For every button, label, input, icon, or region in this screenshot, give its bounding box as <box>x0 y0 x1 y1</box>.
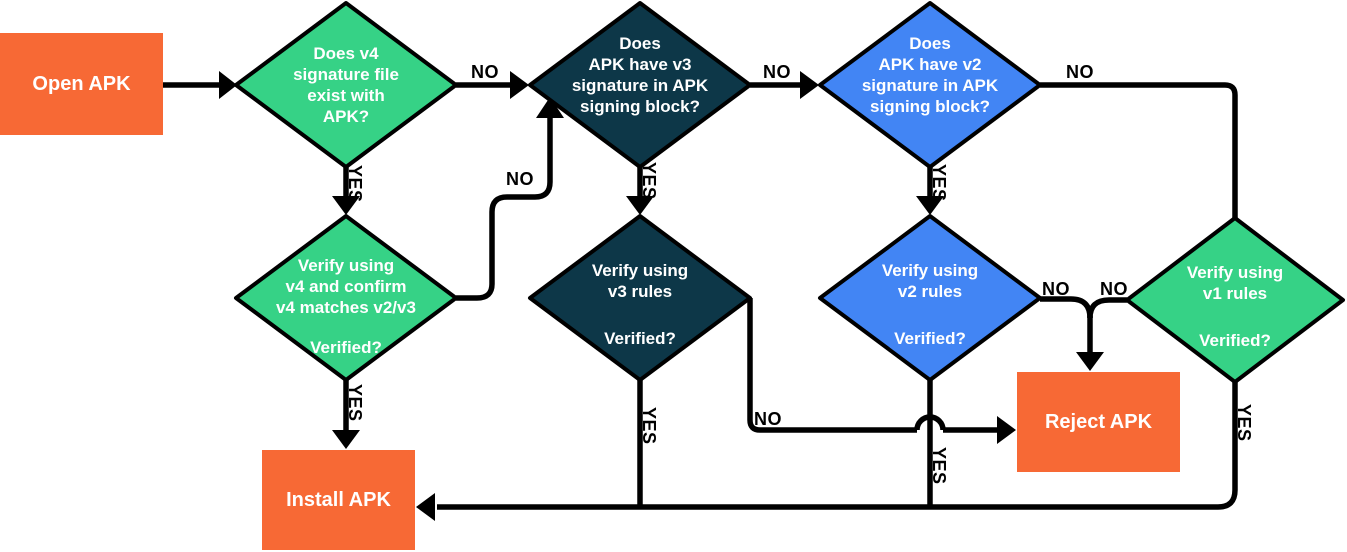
v4-verify-yes-label: YES <box>345 384 365 422</box>
arrowhead-into-reject-top <box>1076 352 1104 371</box>
edge-v3verify-no <box>747 298 917 433</box>
v2-verify-yes-label: YES <box>929 447 949 485</box>
arrowhead-into-install-right <box>416 493 435 521</box>
edge-v4verify-no <box>456 116 553 301</box>
edge-v1verify-yes-to-install <box>437 382 1238 510</box>
v3-verify-diamond <box>528 214 752 382</box>
edge-v1verify-no <box>1087 297 1127 319</box>
arrowhead-into-v3verify <box>626 196 654 215</box>
arrowhead-into-reject-left <box>997 416 1016 444</box>
v1-verify-label: Verify using v1 rules <box>1186 263 1284 303</box>
arrowhead-into-v2block <box>800 71 819 99</box>
v2-block-diamond <box>818 1 1042 169</box>
v2-block-no-label: NO <box>1066 62 1094 82</box>
v3-verify-yes-label: YES <box>639 407 659 445</box>
edge-v2verify-no <box>1040 296 1093 319</box>
v4-exists-yes-label: YES <box>345 165 365 203</box>
v2-verify-question: Verified? <box>894 329 966 348</box>
edge-v2block-no <box>1040 82 1238 218</box>
v3-block-diamond <box>528 1 752 169</box>
v4-verify-label: Verify using v4 and confirm v4 matches v… <box>276 256 416 317</box>
v3-verify-question: Verified? <box>604 329 676 348</box>
v3-block-yes-label: YES <box>639 162 659 200</box>
v2-verify-label: Verify using v2 rules <box>881 261 979 301</box>
arrowhead-into-v4exists <box>219 71 237 99</box>
v2-block-label: Does APK have v2 signature in APK signin… <box>861 34 999 116</box>
v1-verify-yes-label: YES <box>1234 404 1254 442</box>
v4-verify-diamond <box>234 214 458 382</box>
arrowhead-into-install-top <box>332 430 360 449</box>
v3-block-no-label: NO <box>763 62 791 82</box>
open-apk-label: Open APK <box>32 72 131 95</box>
v3-verify-no-label: NO <box>754 409 782 429</box>
arrowhead-up-into-v3block <box>536 97 564 118</box>
v2-verify-no-label: NO <box>1042 279 1070 299</box>
v2-block-yes-label: YES <box>929 164 949 202</box>
v1-verify-no-label: NO <box>1100 279 1128 299</box>
v3-verify-label: Verify using v3 rules <box>591 261 689 301</box>
v3-block-label: Does APK have v3 signature in APK signin… <box>571 34 709 116</box>
reject-apk-box <box>1017 372 1180 472</box>
v4-exists-no-label: NO <box>471 62 499 82</box>
arrowhead-into-v4verify <box>332 196 360 215</box>
v4-exists-diamond <box>234 1 458 169</box>
open-apk-box <box>0 33 163 135</box>
v4-verify-question: Verified? <box>310 338 382 357</box>
install-apk-box <box>262 450 415 550</box>
v4-verify-no-label: NO <box>506 169 534 189</box>
arrowhead-into-v3block <box>510 71 529 99</box>
install-apk-label: Install APK <box>286 488 391 511</box>
v2-verify-diamond <box>818 214 1042 382</box>
connectors <box>163 71 1238 521</box>
arrowhead-into-v2verify <box>916 196 944 215</box>
v1-verify-diamond <box>1125 216 1345 384</box>
reject-apk-label: Reject APK <box>1044 410 1153 433</box>
v4-exists-label: Does v4 signature file exist with APK? <box>293 44 399 126</box>
v1-verify-question: Verified? <box>1199 331 1271 350</box>
